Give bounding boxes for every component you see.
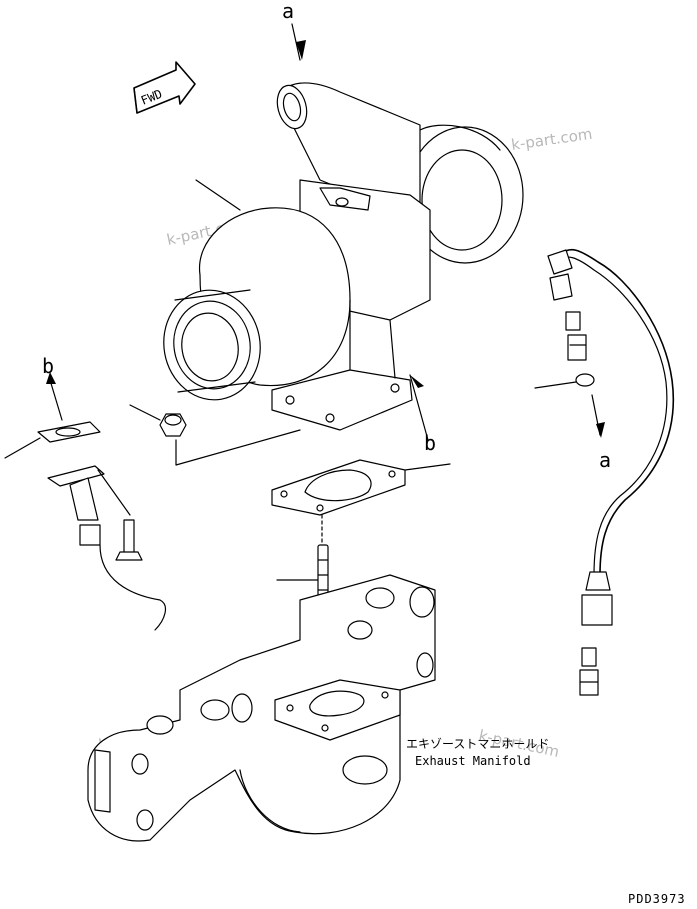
fitting-bottom [579,647,599,696]
oil-inlet-pipe [547,248,675,626]
callout-b-center-arrow [409,374,429,441]
oil-drain-gasket [4,421,101,459]
exhaust-manifold [87,574,436,842]
callout-b-left-arrow [49,379,63,421]
drawing-code: PDD3973 [628,892,686,906]
turbo-gasket [271,459,451,516]
arrowhead-icon [296,40,306,60]
callout-b-left: b [42,354,54,378]
callout-a-top: a [282,0,294,23]
watermark-1: k-part.com [510,125,593,154]
manifold-label-jp: エキゾーストマニホールド [406,737,549,751]
washer [534,373,595,389]
fwd-arrow-icon: FWD [133,61,196,114]
turbocharger [163,82,524,431]
oil-drain-tube [47,465,167,631]
callout-b-center: b [424,431,436,455]
callout-a-right: a [599,448,611,472]
arrowhead-icon [46,372,56,384]
nut [129,404,301,466]
bolt [97,469,143,561]
manifold-label-en: Exhaust Manifold [415,754,531,768]
fitting-top [565,311,587,361]
arrowhead-icon [596,422,605,438]
fwd-label: FWD [139,87,164,108]
arrowhead-icon [410,375,424,388]
